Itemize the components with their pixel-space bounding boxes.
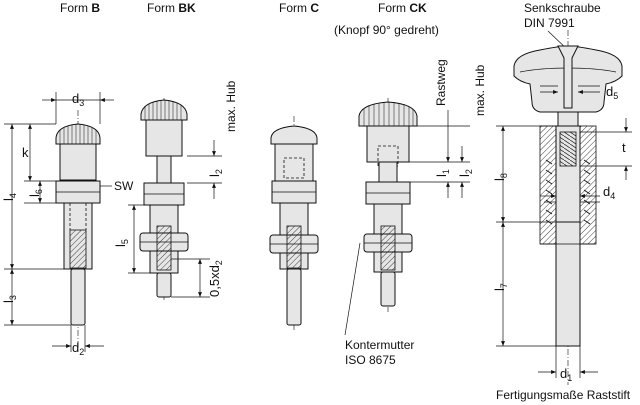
- max-hub-bk: max. Hub: [224, 80, 238, 132]
- l5-label: l5: [113, 239, 130, 247]
- form-ck-label: Form CK: [378, 1, 427, 15]
- k-label: k: [22, 145, 29, 160]
- form-c-pin: [269, 116, 319, 330]
- form-bk-pin: [139, 98, 189, 300]
- form-b-label: Form B: [60, 1, 100, 15]
- sw-label: SW: [114, 179, 134, 193]
- rastweg-label: Rastweg: [434, 59, 448, 106]
- d3-label: d3: [72, 91, 84, 108]
- form-b-pin: [55, 110, 101, 348]
- ck-rotation-note: (Knopf 90° gedreht): [334, 23, 439, 37]
- section-dimensions: d5 t l8 d4 l7 d1 Fertigungsmaße Raststif…: [492, 84, 632, 402]
- l2-ck-label: l2: [457, 169, 474, 177]
- din-standard-label: DIN 7991: [524, 16, 575, 30]
- form-ck-dimensions: Rastweg max. Hub l1 l2: [409, 59, 487, 198]
- section-view: [513, 30, 623, 385]
- form-c-label: Form C: [279, 1, 319, 15]
- form-bk-dimensions: max. Hub l2 l5 0,5xd2: [113, 80, 238, 298]
- t-label: t: [622, 140, 626, 155]
- d1-label: d1: [560, 366, 572, 383]
- d2-label: d2: [72, 340, 84, 357]
- l1-label: l1: [434, 169, 451, 177]
- l2-bk-label: l2: [207, 169, 224, 177]
- form-ck-pin: [358, 98, 418, 312]
- l3-label: l3: [1, 295, 18, 303]
- d4-label: d4: [603, 184, 615, 201]
- locknut-label: Kontermutter: [345, 338, 414, 352]
- half-d2-label: 0,5xd2: [207, 260, 224, 297]
- form-b-dimensions: d3 k l4 l6 SW l3 d2: [1, 91, 134, 357]
- l8-label: l8: [492, 173, 509, 181]
- fertigung-label: Fertigungsmaße Raststift: [496, 388, 631, 402]
- max-hub-ck: max. Hub: [473, 64, 487, 116]
- l4-label: l4: [1, 193, 18, 201]
- form-bk-label: Form BK: [147, 1, 196, 15]
- l7-label: l7: [492, 283, 509, 291]
- iso-label: ISO 8675: [345, 353, 396, 367]
- countersunk-screw-label: Senkschraube: [524, 1, 601, 15]
- l6-label: l6: [27, 189, 44, 197]
- locknut-leader: [344, 242, 361, 336]
- d5-label: d5: [606, 84, 618, 101]
